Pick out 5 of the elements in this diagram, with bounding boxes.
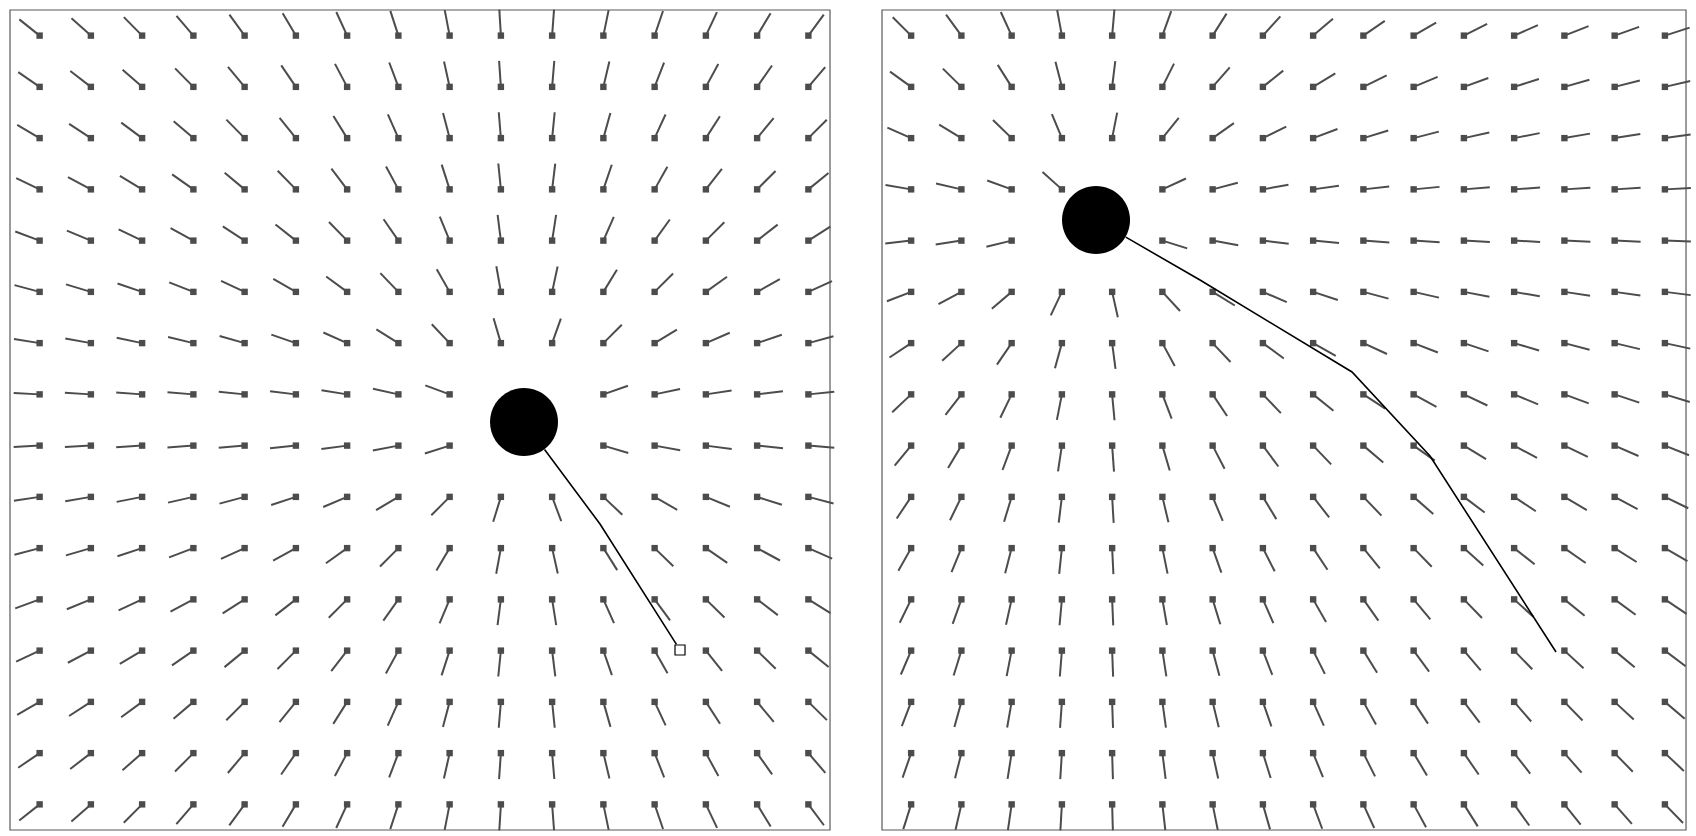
goal-dot bbox=[490, 388, 558, 456]
trajectory-line bbox=[543, 448, 678, 646]
goal-dot bbox=[1062, 186, 1130, 254]
trajectory-line bbox=[1125, 236, 1557, 653]
start-marker bbox=[674, 644, 686, 656]
